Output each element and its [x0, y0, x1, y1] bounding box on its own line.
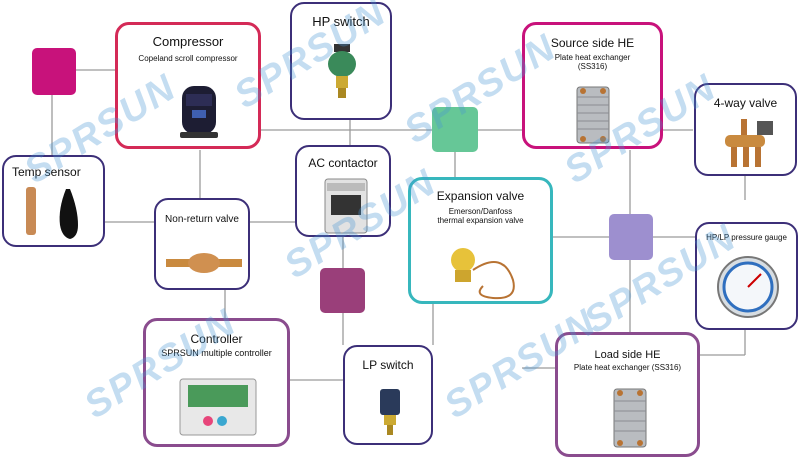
- plate-heat-exchanger-icon: [576, 86, 610, 144]
- ac-contactor-title: AC contactor: [308, 156, 378, 170]
- expansion-valve-node: Expansion valve Emerson/Danfoss thermal …: [408, 177, 553, 304]
- four-way-valve-node: 4-way valve: [694, 83, 797, 176]
- lp-switch-title: LP switch: [362, 358, 414, 372]
- pressure-gauge-title: HP/LP pressure gauge: [706, 233, 787, 242]
- load-he-title: Load side HE: [594, 349, 661, 361]
- controller-subtitle: SPRSUN multiple controller: [161, 348, 272, 359]
- compressor-subtitle: Copeland scroll compressor: [138, 54, 238, 64]
- pressure-gauge-node: HP/LP pressure gauge: [695, 222, 798, 330]
- pressure-switch-icon: [328, 44, 356, 98]
- expansion-valve-title: Expansion valve: [436, 189, 525, 203]
- hp-switch-node: HP switch: [290, 2, 392, 120]
- scroll-compressor-icon: [180, 86, 218, 138]
- low-pressure-switch-icon: [380, 389, 400, 435]
- load-he-node: Load side HE Plate heat exchanger (SS316…: [555, 332, 700, 457]
- load-he-subtitle: Plate heat exchanger (SS316): [573, 363, 682, 373]
- controller-panel-icon: [179, 378, 257, 436]
- four-way-valve-icon: [725, 119, 773, 167]
- ac-contactor-node: AC contactor: [295, 145, 391, 237]
- junction-square-magenta: [32, 48, 76, 95]
- source-he-subtitle-2: (SS316): [577, 62, 608, 72]
- expansion-valve-subtitle-2: thermal expansion valve: [437, 216, 524, 226]
- lp-switch-node: LP switch: [343, 345, 433, 445]
- source-he-subtitle-1: Plate heat exchanger: [554, 53, 631, 63]
- four-way-valve-title: 4-way valve: [713, 96, 778, 110]
- junction-square-wine: [320, 268, 365, 313]
- controller-title: Controller: [190, 332, 243, 346]
- hp-switch-title: HP switch: [312, 14, 370, 29]
- temp-sensor-title: Temp sensor: [12, 165, 81, 179]
- non-return-valve-title: Non-return valve: [165, 214, 239, 225]
- junction-square-lavender: [609, 214, 653, 260]
- junction-square-green: [432, 107, 478, 152]
- source-he-title: Source side HE: [550, 36, 635, 50]
- compressor-title: Compressor: [152, 34, 224, 49]
- expansion-valve-subtitle-1: Emerson/Danfoss: [448, 207, 513, 217]
- contactor-icon: [324, 178, 368, 234]
- plate-heat-exchanger-icon: [613, 388, 647, 448]
- temperature-probe-icon: [26, 187, 78, 239]
- check-valve-icon: [166, 253, 242, 273]
- pressure-gauge-icon: [717, 256, 779, 318]
- source-he-node: Source side HE Plate heat exchanger (SS3…: [522, 22, 663, 149]
- expansion-valve-icon: [451, 248, 515, 300]
- temp-sensor-node: Temp sensor: [2, 155, 105, 247]
- non-return-valve-node: Non-return valve: [154, 198, 250, 290]
- controller-node: Controller SPRSUN multiple controller: [143, 318, 290, 447]
- compressor-node: Compressor Copeland scroll compressor: [115, 22, 261, 149]
